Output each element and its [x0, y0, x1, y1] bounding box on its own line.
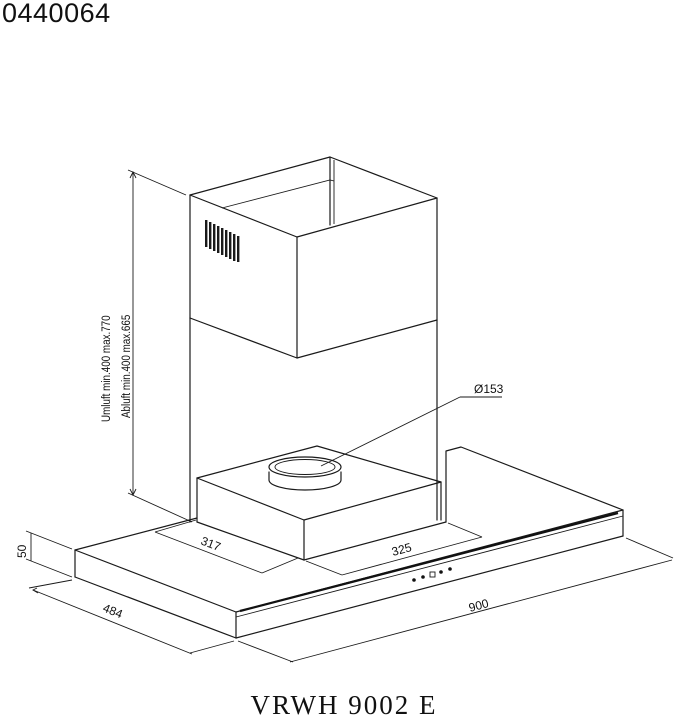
width-extension-front: [237, 640, 294, 663]
canopy-back-right-edge: [445, 446, 624, 523]
vent-slot: [213, 224, 216, 251]
control-button: [448, 567, 452, 571]
chimney-section-joint: [189, 317, 438, 359]
depth-extension-left: [28, 579, 73, 589]
height-extension-bottom: [127, 492, 193, 523]
chimney-foot-left: [196, 521, 305, 561]
canopy-glass-edge: [239, 511, 619, 613]
canopy-thickness-dimension: 50: [15, 530, 73, 578]
diameter-leader: [320, 396, 461, 467]
canopy-depth-arrow-left: [32, 587, 39, 594]
thickness-extension-bottom: [25, 558, 73, 578]
vent-slot: [221, 228, 224, 255]
height-arrow-top: [129, 170, 137, 179]
canopy-depth-dimension: 484: [28, 579, 235, 655]
canopy: [74, 446, 624, 639]
height-extraction-label: Abluft min.400 max.665: [120, 315, 133, 418]
width-dimension-line: [341, 536, 483, 576]
canopy-front-strip: [235, 515, 624, 618]
thickness-extension-top: [25, 530, 73, 550]
canopy-width-label: 900: [467, 596, 490, 615]
depth-extension: [261, 557, 299, 574]
chimney-depth-label: 317: [199, 534, 223, 554]
depth-dimension-line: [154, 531, 263, 574]
height-extension-top: [127, 169, 187, 196]
height-recirculation-label: Umluft min.400 max.770: [100, 315, 113, 422]
air-outlet-inner: [274, 459, 336, 475]
chimney-top-back-edge: [189, 156, 438, 199]
canopy-bottom-front-edge: [235, 535, 624, 639]
chimney-width-label: 325: [390, 540, 413, 559]
control-button: [412, 578, 416, 582]
chimney-top-front-left-edge: [189, 194, 298, 238]
height-dimension: Umluft min.400 max.770 Abluft min.400 ma…: [100, 169, 193, 523]
model-name: VRWH 9002 E: [250, 690, 438, 720]
canopy-depth-dimension-line: [32, 589, 193, 655]
depth-extension-right: [189, 640, 235, 654]
vent-slot: [209, 222, 212, 249]
control-display: [429, 571, 436, 578]
article-number: 0440064: [2, 0, 111, 28]
vent-slot: [237, 236, 240, 262]
vent-slots: [205, 220, 240, 262]
canopy-thickness-label: 50: [15, 544, 29, 558]
vent-slot: [233, 234, 236, 261]
vent-slot: [229, 232, 232, 259]
chimney-inner-back-edge: [221, 179, 335, 209]
canopy-bottom-left-edge: [74, 576, 237, 639]
air-outlet-rim: [268, 456, 342, 478]
depth-extension-back: [154, 519, 197, 533]
chimney-lower-section: [189, 317, 447, 561]
vent-slot: [225, 230, 228, 257]
height-arrow-bottom: [129, 488, 137, 497]
vent-slot: [205, 220, 208, 247]
diameter-label: Ø153: [474, 382, 504, 396]
width-extension-side: [625, 537, 674, 559]
canopy-width-dimension: 900: [237, 537, 674, 663]
vent-slot: [217, 226, 220, 253]
chimney-width-dimension: 325: [305, 522, 483, 576]
chimney-upper-section: [189, 156, 438, 359]
canopy-width-dimension-line: [289, 559, 673, 663]
air-outlet: [268, 456, 342, 491]
chimney-base-front: [196, 477, 442, 521]
chimney-base-back: [196, 445, 442, 483]
diameter-dimension: Ø153: [320, 382, 504, 467]
width-extension-left: [305, 560, 343, 576]
chimney-foot-right: [303, 521, 447, 561]
control-button: [439, 570, 443, 574]
width-extension-right: [447, 522, 483, 538]
canopy-back-left-edge: [74, 517, 198, 551]
control-button: [421, 575, 425, 579]
chimney-top-front-right-edge: [296, 197, 438, 238]
chimney-depth-dimension: 317: [154, 519, 299, 574]
canopy-top-front-edge: [74, 509, 624, 613]
control-panel: [412, 567, 452, 582]
air-outlet-body: [268, 471, 342, 491]
